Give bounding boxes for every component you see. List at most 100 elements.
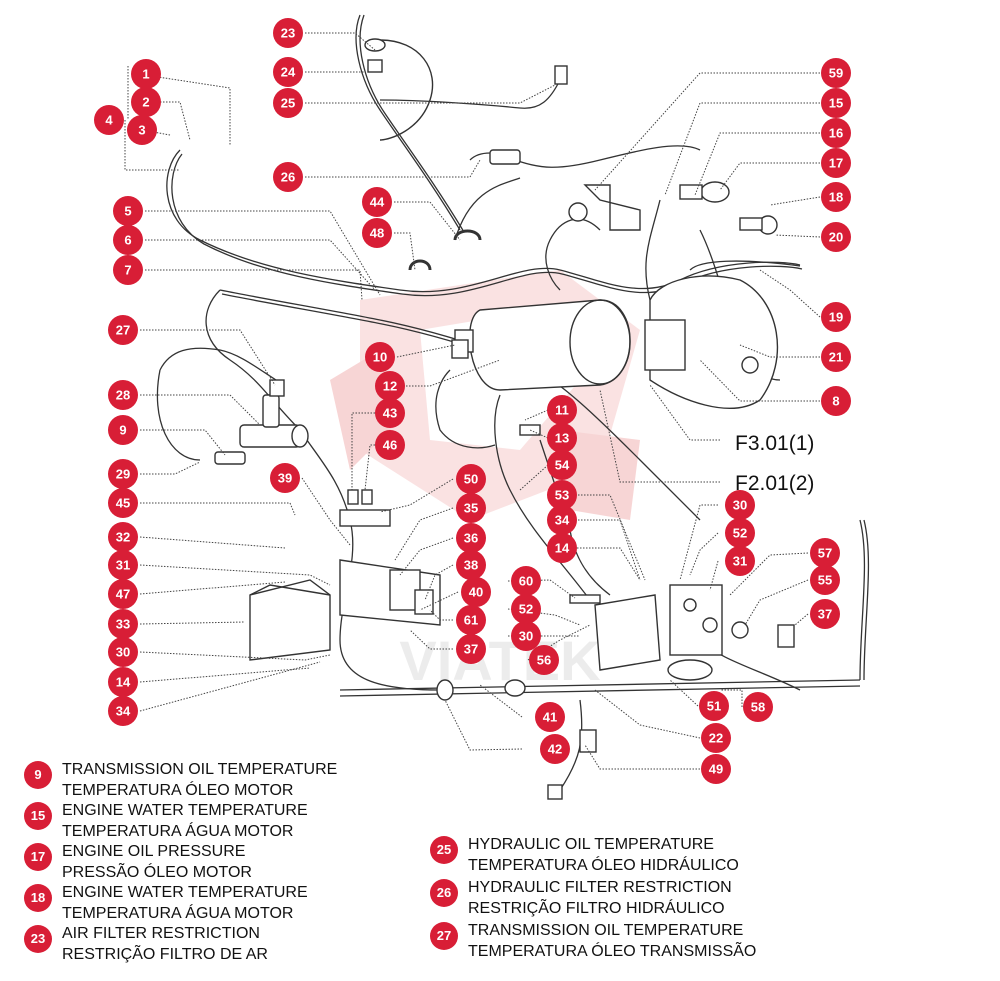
callout-bubble [701,723,731,753]
callout-23: 23 [273,18,303,48]
callout-bubble [821,342,851,372]
callout-number: 52 [519,602,533,617]
callout-bubble [547,533,577,563]
callout-bubble [273,162,303,192]
callout-29: 29 [108,459,138,489]
callout-51: 51 [699,691,729,721]
legend-number-badge: 17 [24,843,52,871]
callout-bubble [461,577,491,607]
callout-bubble [108,415,138,445]
callout-14: 14 [108,667,138,697]
callout-35: 35 [456,493,486,523]
callout-19: 19 [821,302,851,332]
legend-number-badge: 25 [430,836,458,864]
callout-number: 61 [464,613,478,628]
callout-number: 44 [370,195,385,210]
callout-58: 58 [743,692,773,722]
callout-4: 4 [94,105,124,135]
callout-number: 29 [116,467,130,482]
callout-bubble [456,634,486,664]
callout-bubble [113,196,143,226]
components [214,38,795,800]
callout-26: 26 [273,162,303,192]
callout-number: 41 [543,710,557,725]
callout-bubble [456,464,486,494]
callout-bubble [94,105,124,135]
callout-bubble [547,505,577,535]
callout-bubble [511,621,541,651]
callout-bubble [108,315,138,345]
callout-bubble [547,480,577,510]
callout-bubble [547,423,577,453]
callout-number: 34 [116,704,131,719]
callout-bubble [511,594,541,624]
callout-number: 26 [281,170,295,185]
callout-60: 60 [511,566,541,596]
callout-34: 34 [108,696,138,726]
callout-bubble [821,148,851,178]
callout-55: 55 [810,565,840,595]
watermark-text: VIATEK [399,629,600,692]
callout-30: 30 [725,490,755,520]
legend-text: ENGINE OIL PRESSURE [62,843,246,860]
legend-text: TRANSMISSION OIL TEMPERATURE [468,922,744,939]
callout-bubble [131,59,161,89]
callout-number: 7 [124,263,131,278]
callout-number: 35 [464,501,478,516]
callout-53: 53 [547,480,577,510]
callout-bubble [821,386,851,416]
callout-bubble [810,538,840,568]
callout-bubble [743,692,773,722]
callout-number: 9 [119,423,126,438]
callout-number: 13 [555,431,569,446]
callout-42: 42 [540,734,570,764]
callout-15: 15 [821,88,851,118]
callout-bubble [456,605,486,635]
callout-number: 60 [519,574,533,589]
callout-41: 41 [535,702,565,732]
callout-bubble [108,459,138,489]
legend-text: TEMPERATURA ÁGUA MOTOR [62,822,294,840]
callout-number: 52 [733,526,747,541]
callout-number: 54 [555,458,570,473]
callout-number: 42 [548,742,562,757]
callout-bubble [725,518,755,548]
callout-number: 50 [464,472,478,487]
callout-number: 39 [278,471,292,486]
legend-text: ENGINE WATER TEMPERATURE [62,802,308,819]
callout-number: 2 [142,95,149,110]
callout-37: 37 [810,599,840,629]
callout-2: 2 [131,87,161,117]
callout-bubble [725,546,755,576]
callout-49: 49 [701,754,731,784]
callout-bubble [547,395,577,425]
callout-number: 58 [751,700,765,715]
callout-bubble [273,88,303,118]
legend-text: PRESSÃO ÓLEO MOTOR [62,863,252,881]
callout-34: 34 [547,505,577,535]
callout-13: 13 [547,423,577,453]
callout-bubble [821,222,851,252]
callout-bubble [270,463,300,493]
callout-32: 32 [108,522,138,552]
callout-number: 40 [469,585,483,600]
callout-38: 38 [456,550,486,580]
callout-number: 59 [829,66,843,81]
callout-5: 5 [113,196,143,226]
callout-7: 7 [113,255,143,285]
callout-10: 10 [365,342,395,372]
callout-bubble [456,493,486,523]
callout-21: 21 [821,342,851,372]
callout-bubble [821,118,851,148]
callout-number: 6 [124,233,131,248]
callout-number: 46 [383,438,397,453]
callout-12: 12 [375,371,405,401]
callout-number: 30 [733,498,747,513]
